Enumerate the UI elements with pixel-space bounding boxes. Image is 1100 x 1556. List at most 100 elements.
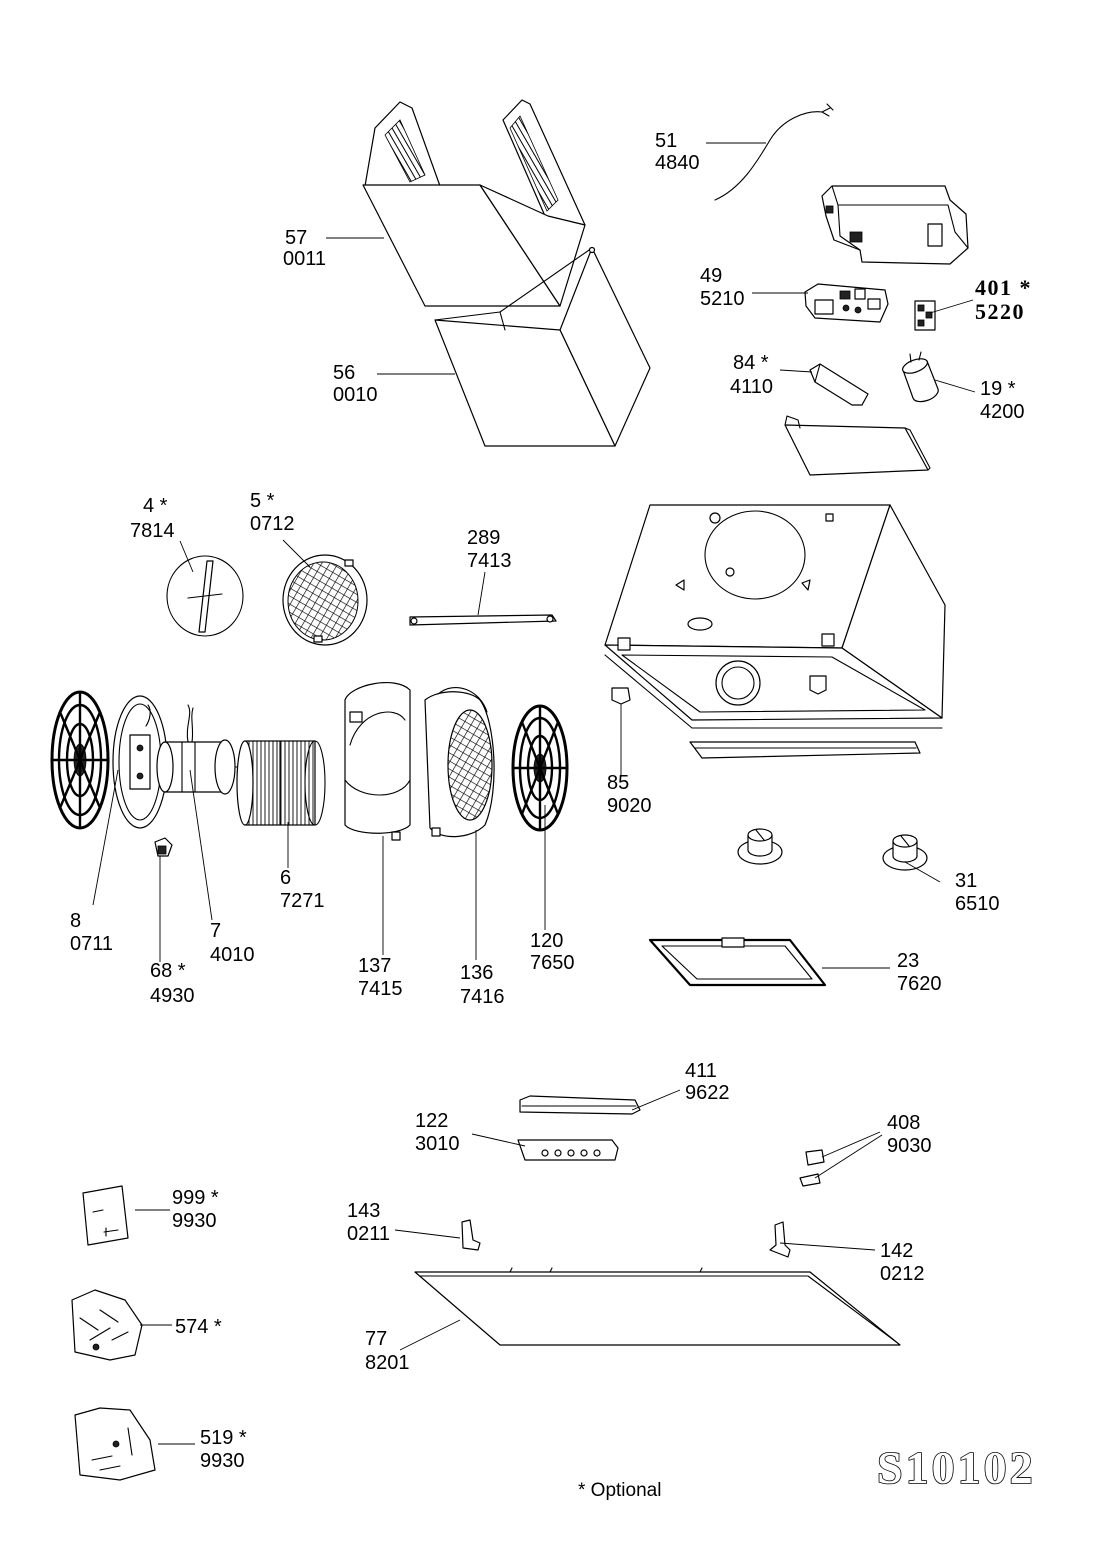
instruction-booklet xyxy=(82,1185,129,1246)
callout-number: 999 * xyxy=(172,1187,219,1209)
callout-code: 0711 xyxy=(70,933,113,955)
light-led xyxy=(593,1149,601,1157)
callout-number: 51 xyxy=(655,130,677,152)
control-board xyxy=(804,283,889,323)
callout-number: 7 xyxy=(210,920,221,942)
screw-icon xyxy=(91,1427,133,1471)
booklet-marks xyxy=(92,1209,104,1213)
support-rail xyxy=(409,614,557,626)
damper-tab xyxy=(187,593,223,599)
drawing-id: S10102 xyxy=(877,1442,1036,1493)
board-component xyxy=(839,290,851,300)
terminal-block xyxy=(154,837,173,857)
front-rail-body xyxy=(689,741,921,759)
callout-code: 0011 xyxy=(283,248,326,270)
scroll-housing-front xyxy=(344,682,411,841)
clip-lower xyxy=(799,1173,821,1187)
electrical-box-slot xyxy=(849,231,863,243)
leader-line-411 xyxy=(631,1089,681,1111)
callout-number: 401 * xyxy=(975,275,1032,300)
glass-clip-left-body xyxy=(461,1219,481,1251)
scroll-housing-inner xyxy=(349,711,406,746)
electrical-box-tab xyxy=(825,205,834,214)
electrical-box-edge xyxy=(837,204,861,251)
hood-fixing-point xyxy=(725,567,735,577)
knob-pointer xyxy=(900,835,910,847)
hood-front-edge xyxy=(604,654,693,729)
hood-slot xyxy=(687,617,713,631)
ring-wire xyxy=(145,704,151,727)
lower-chimney-hole xyxy=(588,246,596,254)
hood-bottom-opening xyxy=(621,654,926,713)
inlet-grille-right xyxy=(511,704,569,832)
callout-number: 57 xyxy=(285,227,307,249)
leader-line-4 xyxy=(179,540,194,573)
callout-code: 7413 xyxy=(467,550,512,572)
callout-code: 7415 xyxy=(358,978,403,1000)
grease-filter-tab xyxy=(721,937,745,948)
terminal-block-face xyxy=(157,845,167,855)
electrical-box-slot xyxy=(927,223,943,247)
hood-body xyxy=(604,504,946,729)
callout-number: 574 * xyxy=(175,1316,222,1338)
callout-number: 4 * xyxy=(143,495,168,517)
callout-number: 85 xyxy=(607,772,629,794)
lamp-cover xyxy=(519,1095,641,1115)
callout-code: 7814 xyxy=(130,520,175,542)
hood-bottom-frame xyxy=(604,644,943,721)
callout-number: 6 xyxy=(280,867,291,889)
module-detail xyxy=(917,319,925,327)
board-component xyxy=(814,299,834,315)
power-cable xyxy=(714,103,834,201)
bracket-plate-body xyxy=(784,424,929,476)
support-rail-body xyxy=(409,614,557,626)
ring-component xyxy=(136,744,144,752)
damper xyxy=(166,555,244,637)
leader-line-143 xyxy=(394,1229,461,1239)
callout-code: 9930 xyxy=(172,1210,217,1232)
screw-icon xyxy=(79,1309,129,1341)
ring-component xyxy=(136,772,144,780)
callout-code: 0712 xyxy=(250,513,295,535)
leader-line-5 xyxy=(282,539,311,568)
grease-filter xyxy=(648,937,827,987)
light-unit-body xyxy=(517,1139,619,1161)
small-bracket-fold xyxy=(814,363,821,383)
scroll-housing-rear-arc xyxy=(437,687,488,713)
callout-code: 3010 xyxy=(415,1133,460,1155)
capacitor-terminals xyxy=(909,351,922,363)
leader-line-122 xyxy=(471,1133,526,1147)
fitting-kit-bag xyxy=(74,1407,156,1481)
bracket-plate-flange xyxy=(784,415,801,429)
leader-line-401 xyxy=(929,299,974,314)
hood-marker-icon xyxy=(825,513,834,522)
impeller-end xyxy=(236,740,254,826)
grille-spokes xyxy=(52,692,108,828)
callout-code: 0211 xyxy=(347,1223,390,1245)
hood-hinge xyxy=(821,633,835,647)
electronic-module xyxy=(914,300,936,331)
callout-number: 49 xyxy=(700,265,722,287)
callout-code: 4840 xyxy=(655,152,700,174)
module-detail xyxy=(925,311,933,319)
scroll-housing-tab xyxy=(349,711,363,723)
board-component xyxy=(854,288,866,300)
leader-line-77 xyxy=(399,1319,461,1351)
callout-code: 7620 xyxy=(897,973,942,995)
damper-disc xyxy=(166,555,244,637)
leader-line-8 xyxy=(92,769,119,906)
inlet-grille-left xyxy=(50,690,110,830)
callout-number: 408 xyxy=(887,1112,920,1134)
callout-number: 77 xyxy=(365,1328,387,1350)
charcoal-filter-clip xyxy=(344,559,354,567)
screw-icon xyxy=(112,1440,120,1448)
bracket-plate xyxy=(784,415,931,476)
leader-line-84 xyxy=(779,369,813,373)
leader-line-289 xyxy=(477,571,486,616)
fixing-kit-bag-body xyxy=(71,1289,143,1361)
light-led xyxy=(554,1149,562,1157)
charcoal-filter xyxy=(282,554,368,646)
control-knob-right xyxy=(882,834,928,871)
lower-chimney-corner xyxy=(499,311,506,331)
glass-panel-edge xyxy=(419,1275,896,1342)
